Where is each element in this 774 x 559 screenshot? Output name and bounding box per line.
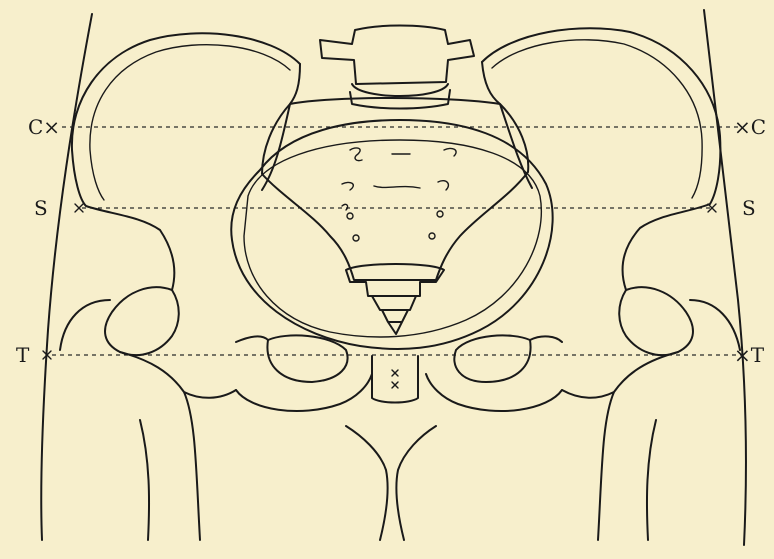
symphysis-markers (392, 370, 398, 388)
label-c-left: C× (28, 117, 60, 137)
right-iliac-wing (482, 28, 720, 290)
right-femur (562, 300, 740, 540)
sacral-foramina (342, 148, 456, 241)
right-obturator-foramen (454, 335, 530, 382)
coccyx (346, 264, 444, 334)
pelvic-inlet-inner (244, 140, 541, 337)
genital-contour (346, 426, 436, 540)
label-t-right: ×T (734, 345, 764, 365)
s-left-marker (75, 204, 83, 212)
label-c-right: ×C (734, 117, 766, 137)
left-femur (60, 300, 236, 540)
right-body-contour (704, 10, 746, 545)
vertebral-disc (350, 84, 450, 109)
left-acetabulum (105, 287, 179, 355)
label-s-left: S (34, 198, 48, 218)
right-ala-upper (482, 62, 532, 188)
pubic-symphysis (372, 356, 418, 403)
label-t-left: T (16, 345, 29, 365)
pubic-rami (236, 336, 562, 411)
right-iliac-crest-inner (492, 40, 702, 198)
lumbar-vertebra (320, 26, 474, 85)
label-s-right: S (742, 198, 756, 218)
right-acetabulum (619, 287, 693, 355)
sacrum-outline (262, 98, 528, 280)
left-obturator-foramen (267, 335, 347, 382)
